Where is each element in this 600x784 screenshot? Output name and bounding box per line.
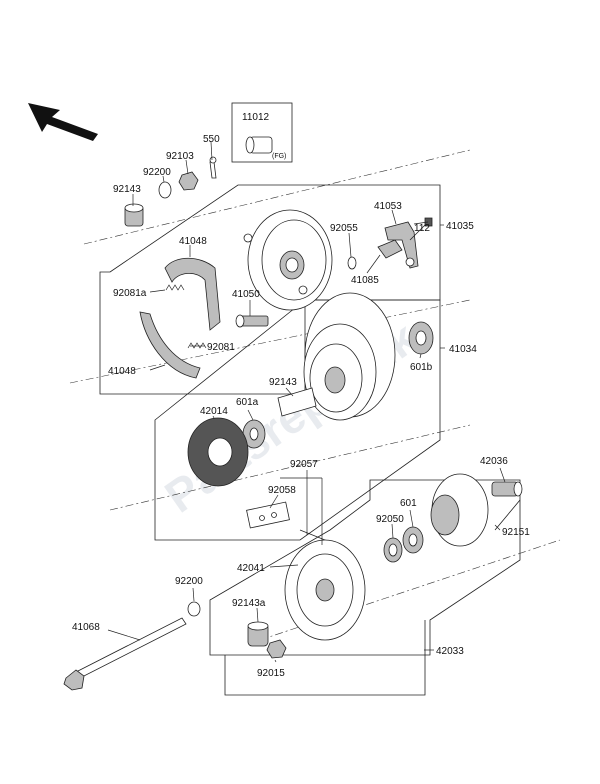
part-92055-icon: [347, 256, 357, 270]
label-92015: 92015: [257, 668, 285, 679]
label-41035: 41035: [446, 221, 474, 232]
part-92151-icon: [494, 499, 521, 531]
label-41050: 41050: [232, 289, 260, 300]
label-92081: 92081: [207, 342, 235, 353]
part-41068-axle-icon: [63, 617, 187, 691]
part-92081-icon: [187, 342, 207, 349]
part-41050-icon: [235, 314, 269, 328]
label-92103: 92103: [166, 151, 194, 162]
part-92200-bottom-icon: [187, 601, 201, 617]
label-92057: 92057: [290, 459, 318, 470]
direction-arrow-icon: [28, 103, 98, 141]
part-601-icon: [402, 526, 424, 554]
label-92081a: 92081a: [113, 288, 147, 299]
part-550-icon: [209, 156, 217, 179]
label-92055: 92055: [330, 223, 358, 234]
part-41048-top-icon: [164, 257, 221, 331]
label-11012-note: (FG): [272, 153, 286, 160]
label-112: 112: [414, 223, 430, 234]
part-11012-box: [231, 102, 293, 163]
sprocket-hub-frame-outer: [224, 620, 426, 696]
part-92081a-icon: [165, 284, 185, 291]
label-41068: 41068: [72, 622, 100, 633]
part-41085-icon: [377, 239, 403, 259]
part-42014-icon: [187, 417, 249, 487]
part-11012-icon: [245, 136, 273, 154]
part-92143-top-icon: [124, 203, 144, 227]
brake-panel-icon: [243, 209, 333, 311]
part-92103-icon: [178, 171, 199, 191]
part-92143-mid-icon: [277, 387, 317, 417]
label-41034: 41034: [449, 344, 477, 355]
label-92058: 92058: [268, 485, 296, 496]
part-labels: 11012 (FG) 550 92103 92200 92143 41053 9…: [72, 112, 530, 679]
label-92200-top: 92200: [143, 167, 171, 178]
label-42041: 42041: [237, 563, 265, 574]
label-41085: 41085: [351, 275, 379, 286]
label-601a: 601a: [236, 397, 259, 408]
sprocket-hub-frame: [209, 479, 521, 656]
part-42036-icon: [491, 481, 523, 497]
leader-lines: [107, 141, 506, 663]
label-42014: 42014: [200, 406, 228, 417]
label-42033: 42033: [436, 646, 464, 657]
part-41053-icon: [384, 221, 419, 269]
part-92058-icon: [246, 501, 290, 529]
label-601: 601: [400, 498, 417, 509]
label-41048-top: 41048: [179, 236, 207, 247]
label-92050: 92050: [376, 514, 404, 525]
label-42036: 42036: [480, 456, 508, 467]
label-550: 550: [203, 134, 220, 145]
label-92143-top: 92143: [113, 184, 141, 195]
part-92200-top-icon: [158, 181, 172, 199]
label-11012: 11012: [242, 112, 270, 123]
label-601b: 601b: [410, 362, 433, 373]
part-92015-icon: [266, 639, 287, 659]
part-112-icon: [409, 217, 433, 241]
label-92151: 92151: [502, 527, 530, 538]
wheel-icon: [303, 292, 396, 421]
part-92143a-icon: [247, 621, 269, 647]
label-92143a: 92143a: [232, 598, 266, 609]
part-601a-icon: [242, 419, 266, 449]
label-92143-mid: 92143: [269, 377, 297, 388]
part-92050-icon: [383, 537, 403, 563]
part-42041-icon: [284, 539, 366, 641]
label-92200-bottom: 92200: [175, 576, 203, 587]
part-601b-icon: [408, 321, 434, 355]
part-41048-bottom-icon: [139, 311, 201, 379]
part-42033-hub-icon: [430, 473, 489, 547]
label-41048-bottom: 41048: [108, 366, 136, 377]
label-41053: 41053: [374, 201, 402, 212]
